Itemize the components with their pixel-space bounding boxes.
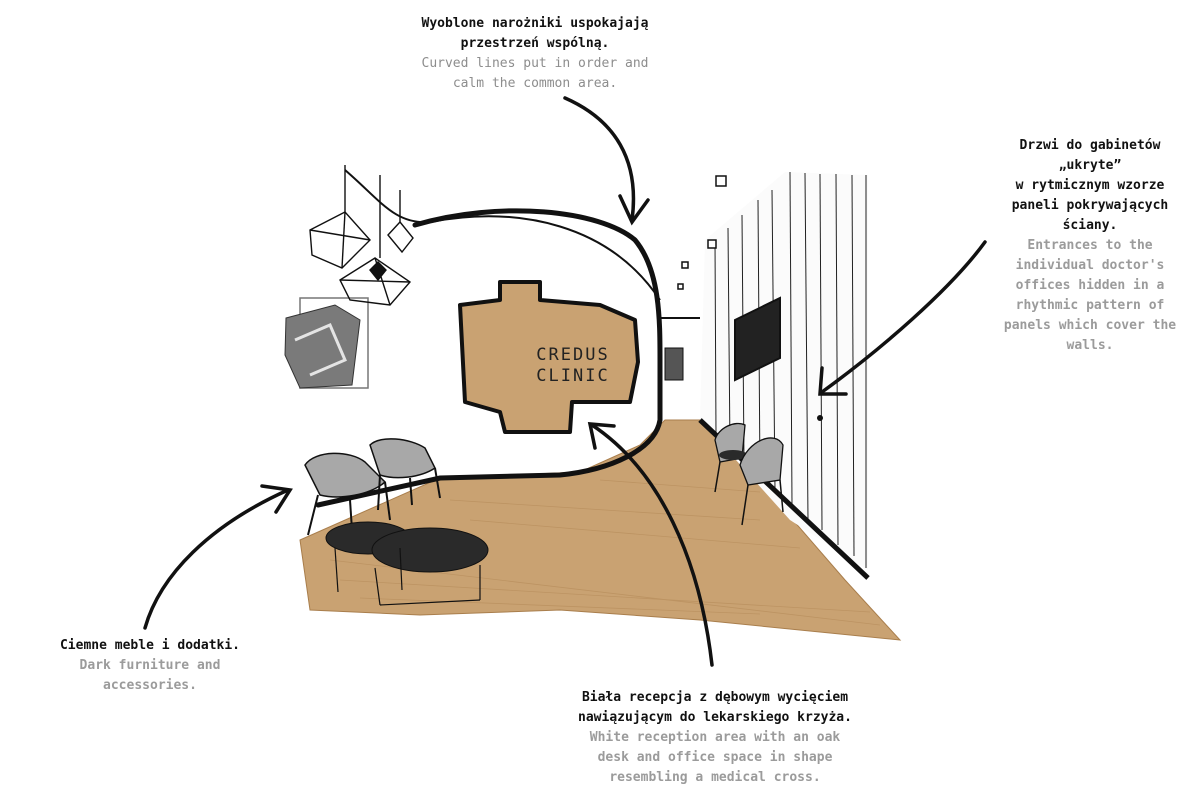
- annotation-arrows: [143, 96, 987, 667]
- annotation-right-english: Entrances to the individual doctor's off…: [1003, 238, 1177, 353]
- oak-cross-cutout: [458, 280, 640, 434]
- arrow-right: [820, 240, 987, 394]
- artwork-image: [284, 304, 361, 389]
- lounge-chairs: [304, 438, 441, 536]
- arrow-top-head: [618, 194, 650, 226]
- arrow-left: [143, 488, 290, 630]
- annotation-left-english: Dark furniture and accessories.: [79, 658, 221, 693]
- annotation-curved-corners: Wyoblone narożniki uspokajają przestrzeń…: [340, 14, 730, 94]
- annotation-top-polish: Wyoblone narożniki uspokajają przestrzeń…: [421, 16, 649, 51]
- annotation-bottom-polish: Biała recepcja z dębowym wycięciem nawią…: [578, 690, 852, 725]
- coffee-tables: [325, 521, 489, 606]
- door-handle: [817, 415, 823, 421]
- sign-line-2: CLINIC: [536, 366, 609, 386]
- sign-line-1: CREDUS: [536, 345, 609, 365]
- annotation-left-polish: Ciemne meble i dodatki.: [59, 638, 240, 653]
- ceiling-lights: [677, 175, 727, 290]
- annotation-bottom-english: White reception area with an oak desk an…: [589, 730, 841, 785]
- arrow-left-head: [260, 484, 293, 514]
- arrow-top: [563, 96, 636, 222]
- corridor-artwork: [664, 347, 684, 381]
- arrow-bottom: [590, 423, 714, 667]
- annotation-reception: Biała recepcja z dębowym wycięciem nawią…: [520, 688, 910, 788]
- annotation-right-polish: Drzwi do gabinetów „ukryte” w rytmicznym…: [1011, 138, 1169, 233]
- corridor-chairs: [714, 422, 784, 526]
- annotation-top-english: Curved lines put in order and calm the c…: [421, 56, 649, 91]
- reception-wall-outline: [315, 208, 663, 508]
- pendant-lamps: [309, 165, 414, 306]
- arrow-right-head: [818, 366, 848, 396]
- wall-tv: [734, 296, 781, 382]
- annotation-dark-furniture: Ciemne meble i dodatki. Dark furniture a…: [30, 636, 270, 696]
- annotation-hidden-doors: Drzwi do gabinetów „ukryte” w rytmicznym…: [985, 136, 1195, 356]
- arrow-bottom-head: [587, 422, 616, 450]
